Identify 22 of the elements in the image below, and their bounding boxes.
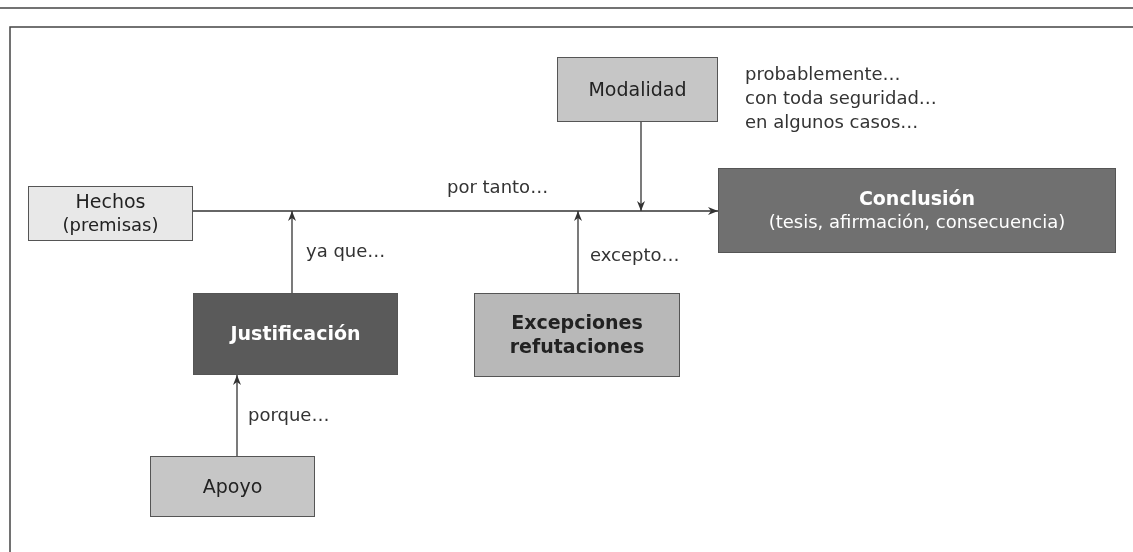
arrow — [637, 121, 645, 212]
arrow — [574, 210, 582, 294]
warrant-box — [193, 293, 398, 375]
backing-box — [150, 456, 315, 517]
premise-box — [28, 186, 193, 241]
node-subtitle: (tesis, afirmación, consecuencia) — [768, 211, 1066, 234]
node-subtitle: (premisas) — [62, 214, 159, 237]
rebuttal-box — [474, 293, 680, 377]
arrow — [233, 374, 241, 457]
node-title: Conclusión — [858, 187, 976, 212]
arrow — [288, 210, 296, 294]
modality-box — [557, 57, 718, 122]
node-title: Excepciones refutaciones — [508, 311, 646, 359]
node-title: Modalidad — [588, 77, 687, 102]
arrow — [192, 207, 719, 215]
node-title: Apoyo — [202, 474, 263, 499]
modality-example: en algunos casos… — [745, 110, 919, 134]
modality-example: probablemente… — [745, 62, 901, 86]
conclusion-box — [718, 168, 1116, 253]
node-title: Justificación — [230, 322, 361, 346]
node-title: Hechos — [75, 190, 146, 215]
modality-example: con toda seguridad… — [745, 86, 937, 110]
